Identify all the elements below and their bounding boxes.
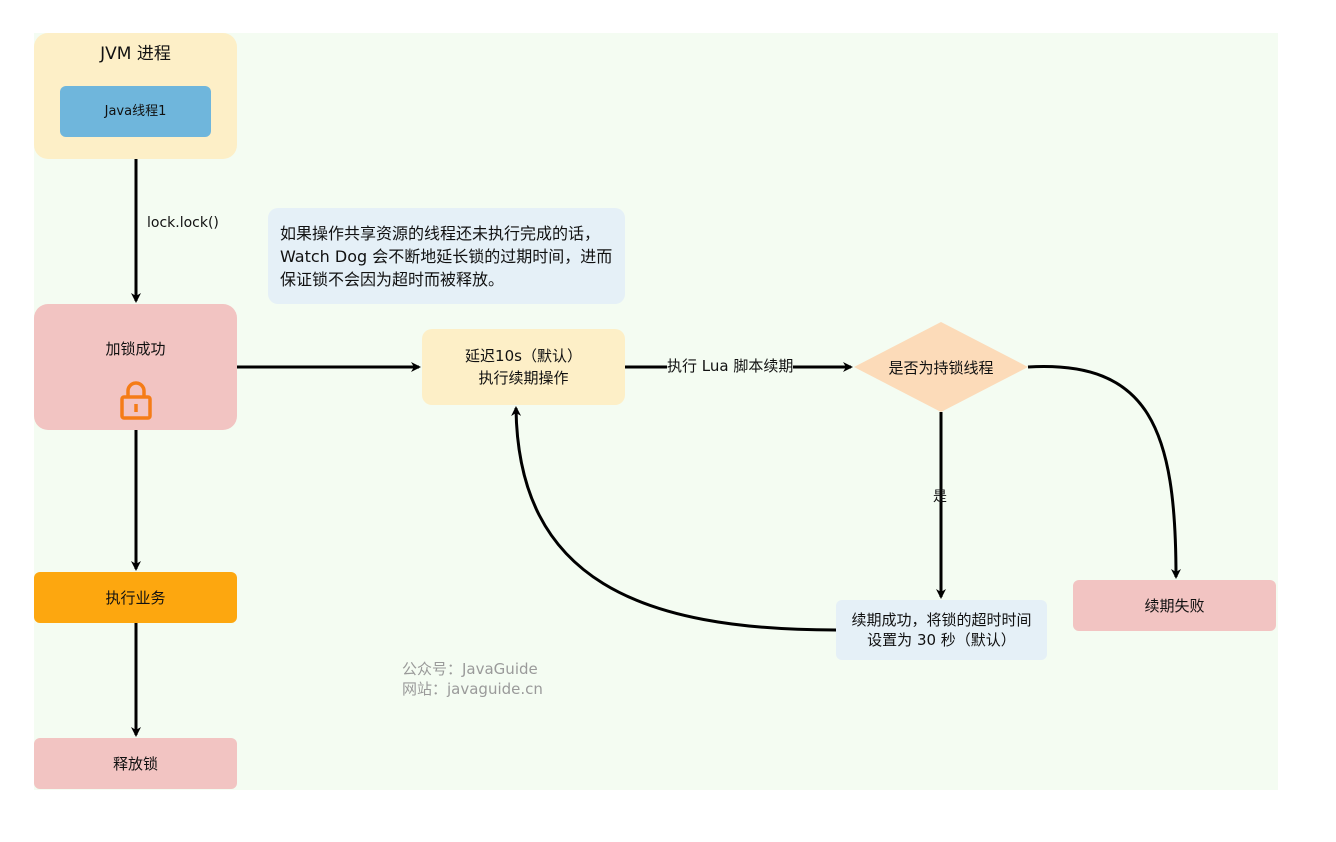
java-thread-box: Java线程1 (60, 86, 211, 137)
arrow-success-to-delay (511, 406, 837, 632)
is-lock-holder-label: 是否为持锁线程 (888, 358, 994, 377)
lua-renew-label: 执行 Lua 脚本续期 (667, 357, 794, 375)
renew-fail-label: 续期失败 (1144, 596, 1205, 615)
renew-success-label: 续期成功，将锁的超时时间 设置为 30 秒（默认） (851, 611, 1032, 649)
release-lock-box: 释放锁 (34, 738, 237, 789)
lock-icon (119, 381, 152, 420)
delay-renew-label: 延迟10s（默认） 执行续期操作 (465, 347, 582, 387)
java-thread-label: Java线程1 (104, 103, 167, 119)
watchdog-note-text: 如果操作共享资源的线程还未执行完成的话，Watch Dog 会不断地延长锁的过期… (280, 223, 613, 289)
lock-call-label: lock.lock() (147, 215, 219, 231)
lock-success-box: 加锁成功 (34, 304, 237, 430)
arrow-decision-to-fail (1027, 365, 1181, 579)
watchdog-note: 如果操作共享资源的线程还未执行完成的话，Watch Dog 会不断地延长锁的过期… (268, 208, 625, 304)
execute-business-label: 执行业务 (105, 588, 166, 607)
release-lock-label: 释放锁 (112, 754, 158, 773)
jvm-process-label: JVM 进程 (100, 44, 171, 64)
yes-label: 是 (933, 489, 947, 505)
renew-success-box: 续期成功，将锁的超时时间 设置为 30 秒（默认） (836, 600, 1047, 660)
execute-business-box: 执行业务 (34, 572, 237, 623)
lock-success-label: 加锁成功 (105, 340, 166, 358)
decision-diamond (854, 322, 1028, 412)
watermark: 公众号：JavaGuide 网站：javaguide.cn (402, 660, 543, 698)
diagram-canvas (34, 33, 1278, 790)
renew-fail-box: 续期失败 (1073, 580, 1276, 631)
delay-renew-box: 延迟10s（默认） 执行续期操作 (422, 329, 625, 405)
